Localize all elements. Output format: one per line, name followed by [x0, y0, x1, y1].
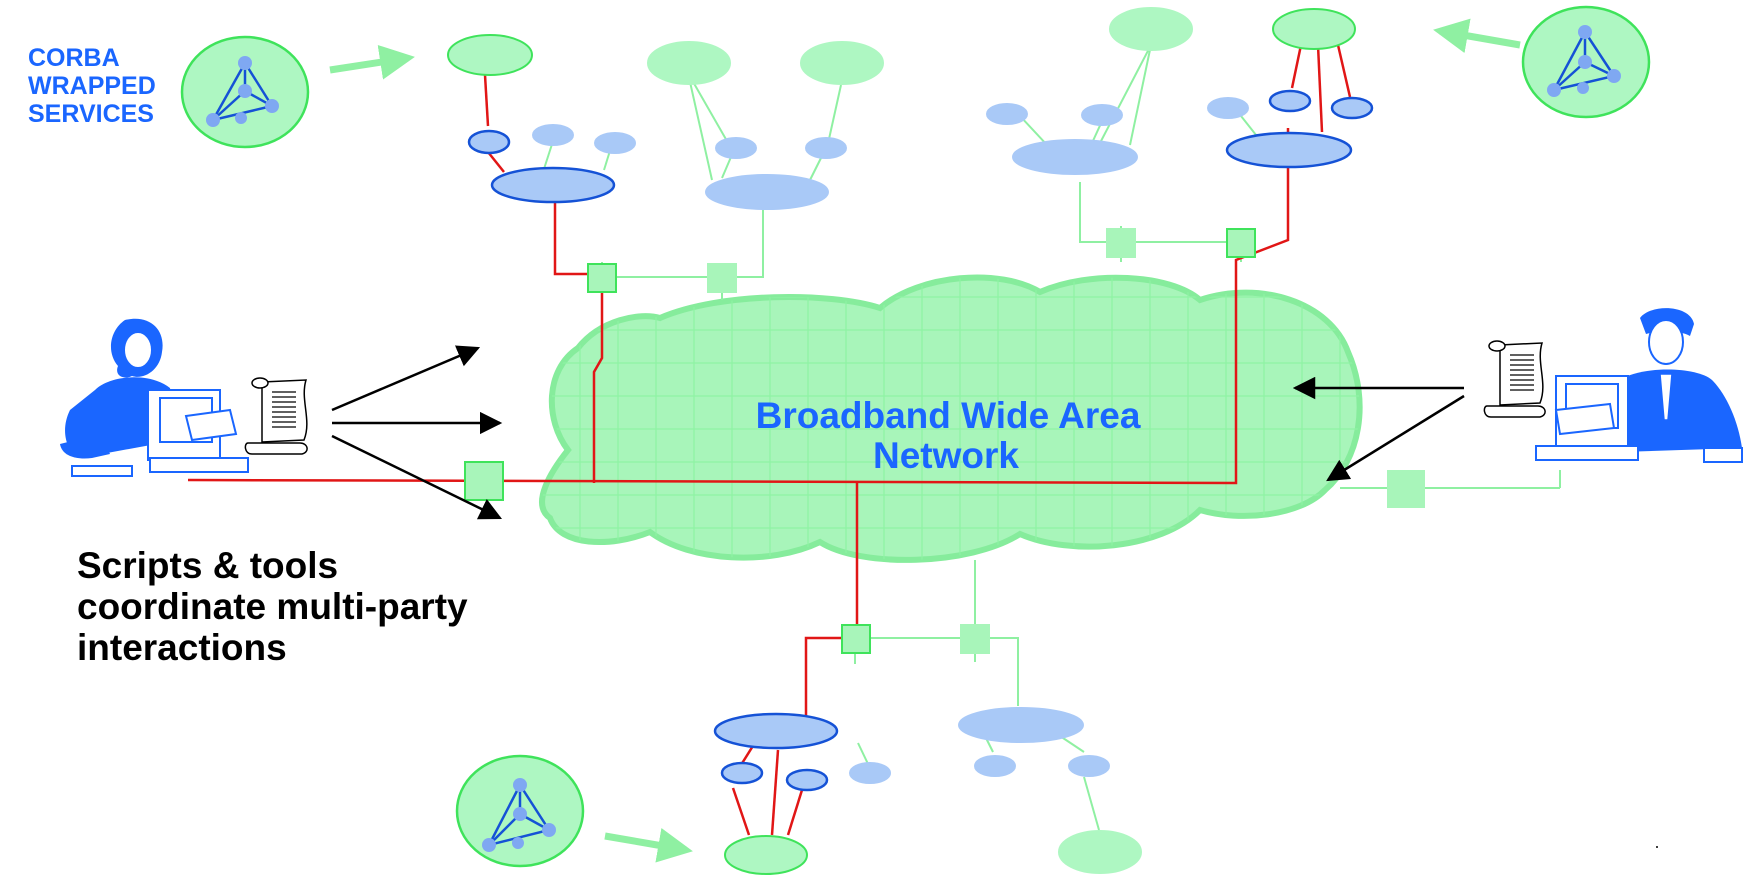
scripts-label-line2: coordinate multi-party: [77, 586, 468, 627]
host-node[interactable]: [715, 137, 757, 159]
host-node[interactable]: [724, 835, 808, 875]
host-node[interactable]: [1272, 8, 1356, 50]
switch-node[interactable]: [587, 263, 617, 293]
host-node[interactable]: [705, 174, 829, 210]
black-arrows: [331, 345, 1465, 520]
scripts-tools-label: Scripts & tools coordinate multi-party i…: [77, 545, 597, 668]
corba-wrapped-services-label: CORBA WRAPPED SERVICES: [28, 44, 156, 128]
host-node[interactable]: [447, 34, 533, 76]
host-node[interactable]: [986, 103, 1028, 125]
host-node[interactable]: [647, 41, 731, 85]
corba-label-line3: SERVICES: [28, 100, 154, 128]
host-node[interactable]: [805, 137, 847, 159]
switch-node[interactable]: [841, 624, 871, 654]
host-node[interactable]: [785, 768, 829, 792]
script-scroll-icon-left: [244, 377, 308, 455]
host-node[interactable]: [1081, 104, 1123, 126]
corba-service-icon-topright[interactable]: [1521, 5, 1651, 119]
host-node[interactable]: [713, 712, 839, 750]
switch-node[interactable]: [707, 263, 737, 293]
user-at-computer-icon-right: [1535, 308, 1743, 463]
host-node[interactable]: [958, 707, 1084, 743]
switch-node[interactable]: [1226, 228, 1256, 258]
host-node[interactable]: [1268, 89, 1312, 113]
switch-node[interactable]: [1106, 228, 1136, 258]
host-node[interactable]: [849, 762, 891, 784]
corba-service-icon-bottom[interactable]: [455, 754, 585, 868]
switch-node[interactable]: [464, 461, 504, 501]
host-node[interactable]: [467, 129, 511, 155]
corba-label-line2: WRAPPED: [28, 72, 156, 100]
switch-node[interactable]: [1387, 470, 1425, 508]
host-node[interactable]: [1068, 755, 1110, 777]
wan-cloud: Broadband Wide Area Network: [539, 274, 1363, 563]
host-node[interactable]: [800, 41, 884, 85]
cloud-label-line2: Network: [873, 435, 1019, 476]
host-node[interactable]: [490, 166, 616, 204]
host-node[interactable]: [1330, 96, 1374, 120]
host-node[interactable]: [1207, 97, 1249, 119]
scripts-label-line1: Scripts & tools: [77, 545, 339, 586]
user-at-computer-icon-left: [60, 318, 249, 477]
corba-service-icon-topleft[interactable]: [180, 35, 310, 149]
script-scroll-icon-right: [1483, 340, 1546, 418]
host-node[interactable]: [532, 124, 574, 146]
host-node[interactable]: [1012, 139, 1138, 175]
scripts-label-line3: interactions: [77, 627, 287, 668]
host-node[interactable]: [974, 755, 1016, 777]
corba-label-line1: CORBA: [28, 44, 120, 72]
switch-nodes: [464, 228, 1425, 654]
host-node[interactable]: [1058, 830, 1142, 874]
stray-dot: [1656, 846, 1658, 848]
green-arrows: [329, 18, 1521, 863]
host-nodes: [447, 7, 1374, 875]
cloud-label-line1: Broadband Wide Area: [756, 395, 1141, 436]
host-node[interactable]: [594, 132, 636, 154]
host-node[interactable]: [1225, 131, 1353, 169]
host-node[interactable]: [1109, 7, 1193, 51]
host-node[interactable]: [720, 761, 764, 785]
switch-node[interactable]: [960, 624, 990, 654]
